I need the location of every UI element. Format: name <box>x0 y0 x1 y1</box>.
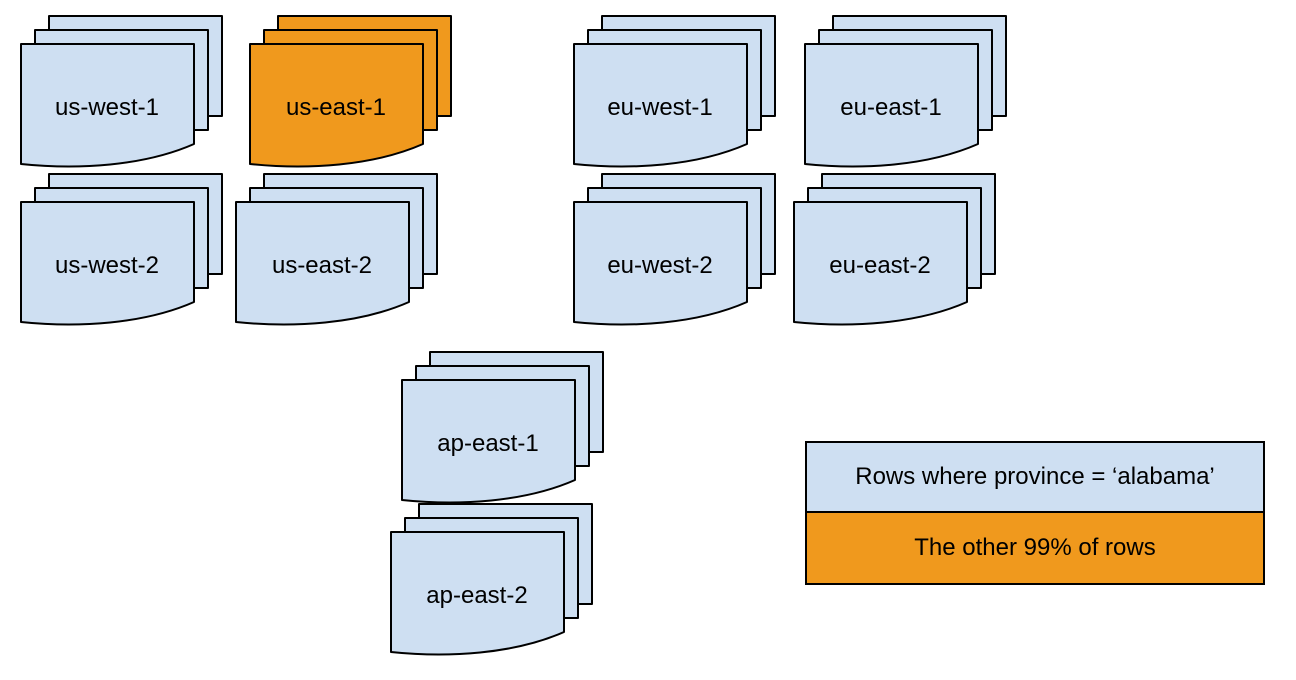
region-label: eu-west-2 <box>607 252 712 279</box>
region-stack-eu-east-2: eu-east-2 <box>793 173 996 331</box>
document-stack-icon: ap-east-2 <box>390 503 593 656</box>
document-stack-icon: us-west-2 <box>20 173 223 326</box>
document-stack-icon: eu-west-1 <box>573 15 776 168</box>
region-label: us-east-2 <box>272 252 372 279</box>
legend-label-alabama: Rows where province = ‘alabama’ <box>855 463 1215 490</box>
legend-label-other-rows: The other 99% of rows <box>914 534 1156 561</box>
document-stack-icon: us-east-1 <box>249 15 452 168</box>
document-stack-icon: eu-west-2 <box>573 173 776 326</box>
document-stack-icon: eu-east-2 <box>793 173 996 326</box>
region-label: eu-west-1 <box>607 94 712 121</box>
region-label: ap-east-1 <box>437 430 538 457</box>
document-stack-icon: us-west-1 <box>20 15 223 168</box>
region-label: eu-east-2 <box>829 252 930 279</box>
region-stack-us-east-1: us-east-1 <box>249 15 452 173</box>
region-stack-ap-east-1: ap-east-1 <box>401 351 604 509</box>
region-stack-us-east-2: us-east-2 <box>235 173 438 331</box>
region-label: us-west-2 <box>55 252 159 279</box>
region-stack-eu-west-1: eu-west-1 <box>573 15 776 173</box>
region-label: eu-east-1 <box>840 94 941 121</box>
region-label: us-east-1 <box>286 94 386 121</box>
region-stack-eu-west-2: eu-west-2 <box>573 173 776 331</box>
region-label: ap-east-2 <box>426 582 527 609</box>
legend: Rows where province = ‘alabama’ The othe… <box>805 441 1265 585</box>
region-stack-ap-east-2: ap-east-2 <box>390 503 593 661</box>
region-stack-eu-east-1: eu-east-1 <box>804 15 1007 173</box>
document-stack-icon: eu-east-1 <box>804 15 1007 168</box>
region-stack-us-west-1: us-west-1 <box>20 15 223 173</box>
legend-row-alabama: Rows where province = ‘alabama’ <box>807 443 1263 511</box>
document-stack-icon: us-east-2 <box>235 173 438 326</box>
region-label: us-west-1 <box>55 94 159 121</box>
region-stack-us-west-2: us-west-2 <box>20 173 223 331</box>
legend-row-other-rows: The other 99% of rows <box>807 511 1263 583</box>
document-stack-icon: ap-east-1 <box>401 351 604 504</box>
